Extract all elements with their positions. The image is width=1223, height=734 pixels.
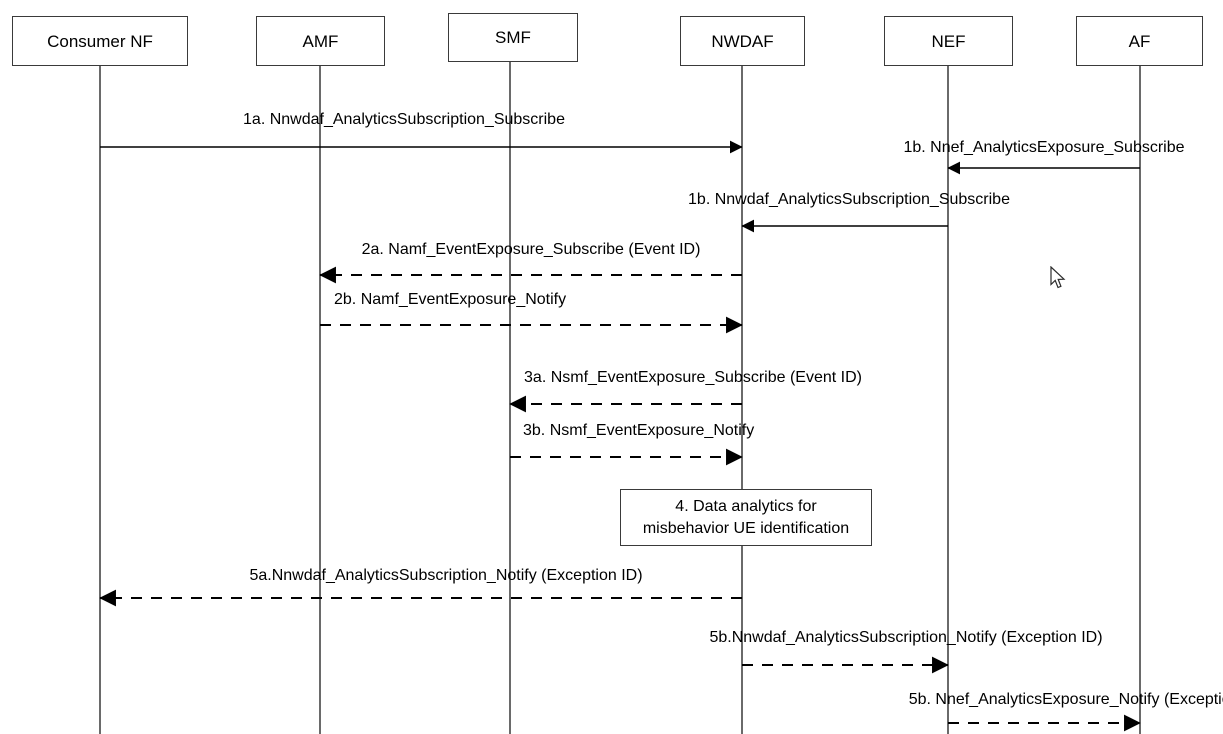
participant-label: AMF — [302, 31, 339, 51]
participant-box-nef: NEF — [884, 16, 1013, 66]
participant-box-amf: AMF — [256, 16, 385, 66]
message-label-msg-1a: 1a. Nnwdaf_AnalyticsSubscription_Subscri… — [243, 111, 565, 128]
message-label-msg-5a: 5a.Nnwdaf_AnalyticsSubscription_Notify (… — [249, 567, 643, 584]
participant-box-nwdaf: NWDAF — [680, 16, 805, 66]
message-label-msg-5b-nwdaf-nef: 5b.Nnwdaf_AnalyticsSubscription_Notify (… — [709, 629, 1103, 646]
message-label-msg-3b: 3b. Nsmf_EventExposure_Notify — [523, 422, 755, 439]
message-arrows-group — [99, 140, 1141, 732]
message-label-msg-1b-af-nef: 1b. Nnef_AnalyticsExposure_Subscribe — [903, 139, 1185, 156]
message-label-msg-2b: 2b. Namf_EventExposure_Notify — [334, 291, 567, 308]
message-label-msg-2a: 2a. Namf_EventExposure_Subscribe (Event … — [361, 241, 701, 258]
note-line: misbehavior UE identification — [642, 519, 850, 537]
participant-label: AF — [1128, 31, 1151, 51]
participant-label: Consumer NF — [47, 31, 153, 51]
participant-box-af: AF — [1076, 16, 1203, 66]
participant-box-consumer-nf: Consumer NF — [12, 16, 188, 66]
message-label-msg-5b-nef-af: 5b. Nnef_AnalyticsExposure_Notify (Excep… — [908, 691, 1223, 708]
message-label-msg-1b-nef-nwdaf: 1b. Nnwdaf_AnalyticsSubscription_Subscri… — [688, 191, 1010, 208]
participant-box-smf: SMF — [448, 13, 578, 62]
participant-label: SMF — [495, 28, 531, 47]
participant-label: NWDAF — [711, 31, 774, 51]
message-label-msg-3a: 3a. Nsmf_EventExposure_Subscribe (Event … — [524, 369, 862, 386]
note-box-note-4: 4. Data analytics for misbehavior UE iden… — [620, 489, 872, 546]
note-line: 4. Data analytics for — [675, 498, 817, 516]
participant-label: NEF — [931, 31, 966, 51]
